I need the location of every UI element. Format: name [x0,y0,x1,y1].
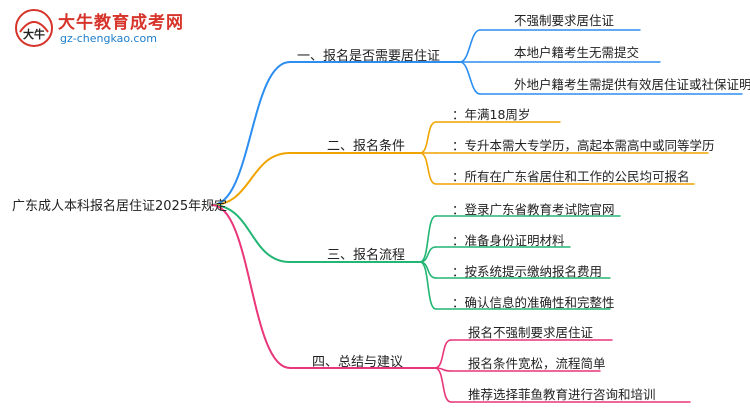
leaf-3-1: ：登录广东省教育考试院官网 [452,202,615,217]
connector-branch-2-leaf-1 [419,121,437,154]
connector-root-branch-4 [211,204,291,369]
logo-title: 大牛教育成考网 [58,13,184,33]
connector-branch-4-leaf-3 [434,367,452,403]
leaf-2-2: ：专升本需大专学历，高起本需高中或同等学历 [452,138,715,153]
logo-mark-icon: 大牛 [15,9,53,47]
connector-branch-1-leaf-3 [459,61,481,95]
connector-branch-3-leaf-4 [419,261,437,310]
branch-label-3: 三、报名流程 [327,248,406,263]
site-logo[interactable]: 大牛 大牛教育成考网 gz-chengkao.com [14,6,183,50]
leaf-3-3: ：按系统提示缴纳报名费用 [452,264,603,279]
branch-label-4: 四、总结与建议 [312,355,404,370]
connector-branch-2-leaf-3 [419,152,437,185]
connector-branch-1-leaf-1 [459,29,481,63]
leaf-3-4: ：确认信息的准确性和完整性 [452,295,615,310]
connector-branch-4-leaf-1 [434,339,452,369]
leaf-4-3: 推荐选择菲鱼教育进行咨询和培训 [468,387,656,402]
branch-label-2: 二、报名条件 [327,139,406,154]
leaf-4-2: 报名条件宽松，流程简单 [468,356,606,371]
leaf-1-2: 本地户籍考生无需提交 [514,45,640,60]
logo-url: gz-chengkao.com [60,32,157,45]
leaf-1-3: 外地户籍考生需提供有效居住证或社保证明 [514,77,750,92]
leaf-4-1: 报名不强制要求居住证 [468,325,594,340]
mindmap-root-node: 广东成人本科报名居住证2025年规定 [12,199,228,214]
connector-root-branch-1 [211,61,291,206]
branch-label-1: 一、报名是否需要居住证 [297,49,441,64]
connector-branch-3-leaf-3 [419,261,437,279]
leaf-2-1: ：年满18周岁 [452,107,531,122]
leaf-3-2: ：准备身份证明材料 [452,233,565,248]
connector-root-branch-2 [211,152,291,206]
leaf-2-3: ：所有在广东省居住和工作的公民均可报名 [452,169,690,184]
leaf-1-1: 不强制要求居住证 [514,13,615,28]
logo-mark-text: 大牛 [23,27,45,41]
connector-root-branch-3 [211,204,291,263]
connector-branch-3-leaf-1 [419,215,437,263]
